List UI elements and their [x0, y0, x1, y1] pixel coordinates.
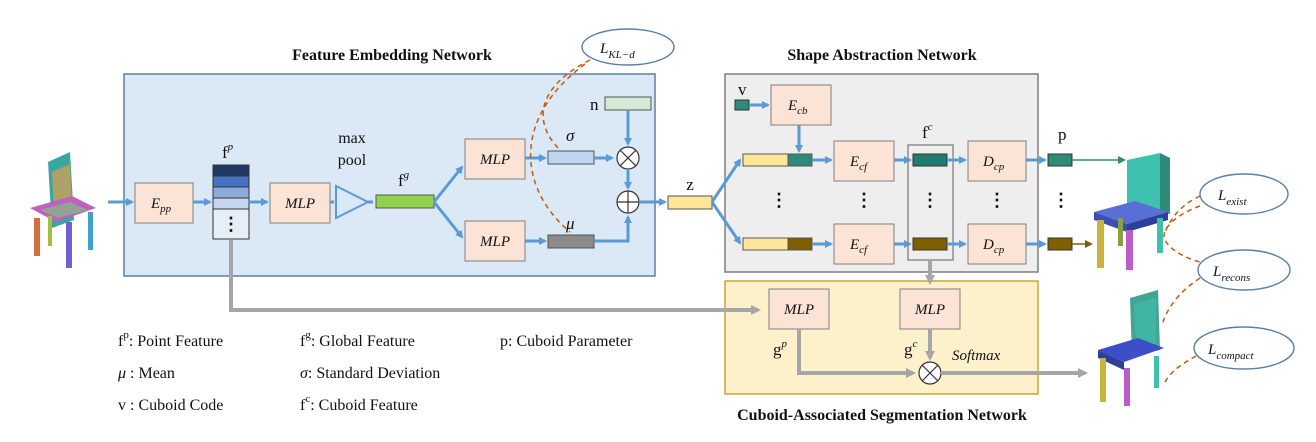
fg-label: fg: [398, 169, 410, 190]
cuboid-parameter-label: p: [1058, 125, 1067, 144]
z-label: z: [686, 175, 694, 194]
svg-text:Ecf: Ecf: [849, 237, 869, 256]
svg-text:Lrecons: Lrecons: [1212, 264, 1250, 284]
svg-text:MLP: MLP: [914, 302, 945, 318]
legend: fp: Point Feature fg: Global Feature p: …: [117, 329, 633, 414]
svg-text:Lexist: Lexist: [1217, 188, 1247, 208]
global-feature-bar: [375, 194, 435, 209]
legend-cuboid-code: v : Cuboid Code: [118, 397, 223, 414]
max-pool-label-2: pool: [338, 152, 367, 169]
legend-std-dev: σ: Standard Deviation: [300, 365, 440, 382]
mlp-seg-point: [768, 288, 830, 330]
svg-text:Ecf: Ecf: [849, 154, 869, 173]
svg-text:MLP: MLP: [479, 152, 510, 168]
sigma-label: σ: [566, 126, 575, 145]
svg-text:MLP: MLP: [783, 302, 814, 318]
fc-label: fc: [922, 121, 933, 142]
compact-loss-ellipse: [1193, 326, 1295, 370]
legend-mean: μ : Mean: [117, 365, 175, 382]
svg-text:Dcp: Dcp: [982, 237, 1005, 256]
softmax-label: Softmax: [952, 348, 1001, 364]
max-pool-label-1: max: [338, 130, 366, 147]
legend-global-feature: fg: Global Feature: [300, 329, 415, 350]
add-operator: [616, 190, 640, 214]
legend-cuboid-feature: fc: Cuboid Feature: [300, 393, 418, 414]
svg-text:Dcp: Dcp: [982, 154, 1005, 173]
svg-text:⋮: ⋮: [988, 190, 1006, 210]
svg-text:MLP: MLP: [479, 234, 510, 250]
e-cb-module: [770, 84, 832, 126]
cuboid-code-label: v: [738, 80, 747, 99]
feature-embedding-title: Feature Embedding Network: [292, 47, 492, 64]
mu-vector: [547, 234, 595, 249]
fp-label: fp: [222, 141, 234, 162]
gp-label: gp: [773, 338, 788, 359]
legend-point-feature: fp: Point Feature: [118, 329, 223, 350]
e-cf-module-1: [833, 140, 895, 182]
z-latent-bar: [667, 195, 713, 210]
svg-text:⋮: ⋮: [921, 190, 939, 210]
svg-text:⋮: ⋮: [770, 190, 788, 210]
svg-text:⋮: ⋮: [855, 190, 873, 210]
multiply-operator: [616, 146, 640, 170]
svg-text:Lcompact: Lcompact: [1207, 342, 1255, 362]
softmax-multiply-operator: [918, 361, 942, 385]
sigma-vector: [547, 150, 595, 165]
d-cp-module-2: [967, 223, 1027, 265]
point-cloud-chair-input: [30, 152, 96, 268]
recons-loss-ellipse: [1197, 249, 1291, 291]
gc-label: gc: [904, 338, 918, 359]
cuboid-code-vector: [734, 99, 750, 111]
kl-loss-label: LKL−d: [599, 41, 635, 61]
kl-loss-ellipse: [581, 28, 675, 66]
exist-loss-ellipse: [1199, 173, 1289, 215]
segmentation-title: Cuboid-Associated Segmentation Network: [737, 407, 1027, 424]
cuboid-chair-output: [1094, 153, 1170, 270]
svg-text:Ecb: Ecb: [787, 98, 808, 117]
d-cp-module-1: [967, 140, 1027, 182]
legend-cuboid-parameter: p: Cuboid Parameter: [500, 333, 633, 350]
max-pool-triangle: [335, 184, 371, 220]
svg-text:MLP: MLP: [284, 196, 315, 212]
svg-text:Epp: Epp: [150, 196, 172, 215]
mu-label: μ: [565, 214, 575, 233]
e-cf-module-2: [833, 223, 895, 265]
point-feature-stack: ⋮: [212, 164, 250, 240]
segmented-chair-output: [1098, 290, 1164, 406]
noise-vector: [604, 96, 652, 111]
mlp-module-1: [269, 182, 331, 224]
svg-text:⋮: ⋮: [1052, 190, 1070, 210]
noise-label: n: [590, 95, 599, 114]
mlp-module-sigma: [464, 138, 526, 180]
svg-text:⋮: ⋮: [222, 214, 240, 234]
shape-abstraction-title: Shape Abstraction Network: [787, 47, 976, 64]
